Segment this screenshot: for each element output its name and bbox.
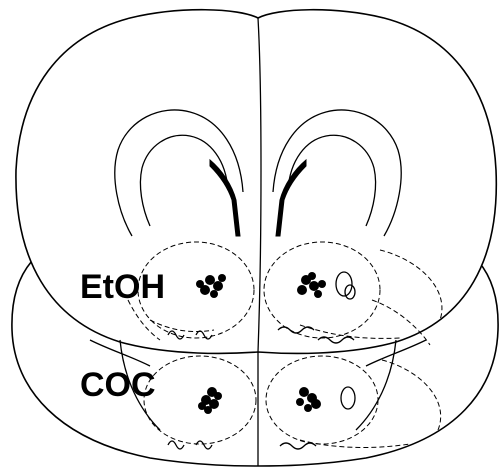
upper-group-label: EtOH bbox=[80, 268, 165, 306]
lower-group-label: COC bbox=[80, 366, 156, 404]
upper-section: EtOH bbox=[16, 10, 496, 354]
